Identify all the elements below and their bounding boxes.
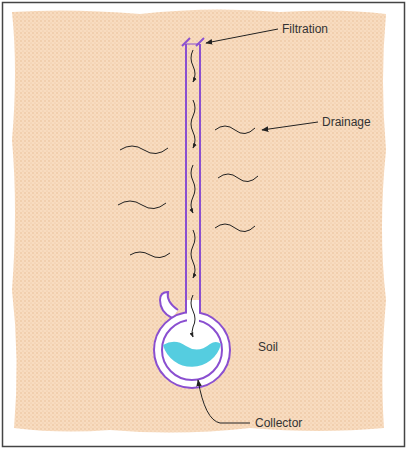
side-neck [160,292,178,318]
part-label: Soil [258,340,278,354]
part-label: Drainage [322,115,371,129]
part-label: Filtration [282,22,328,36]
soil-region [12,9,386,432]
frame [3,3,405,447]
collected-water [163,342,221,367]
drainage-waves [118,126,258,258]
flow-squiggle [191,50,195,337]
part-label: Collector [255,416,302,430]
leader-lines [198,29,318,423]
lysimeter-tube [182,38,204,312]
